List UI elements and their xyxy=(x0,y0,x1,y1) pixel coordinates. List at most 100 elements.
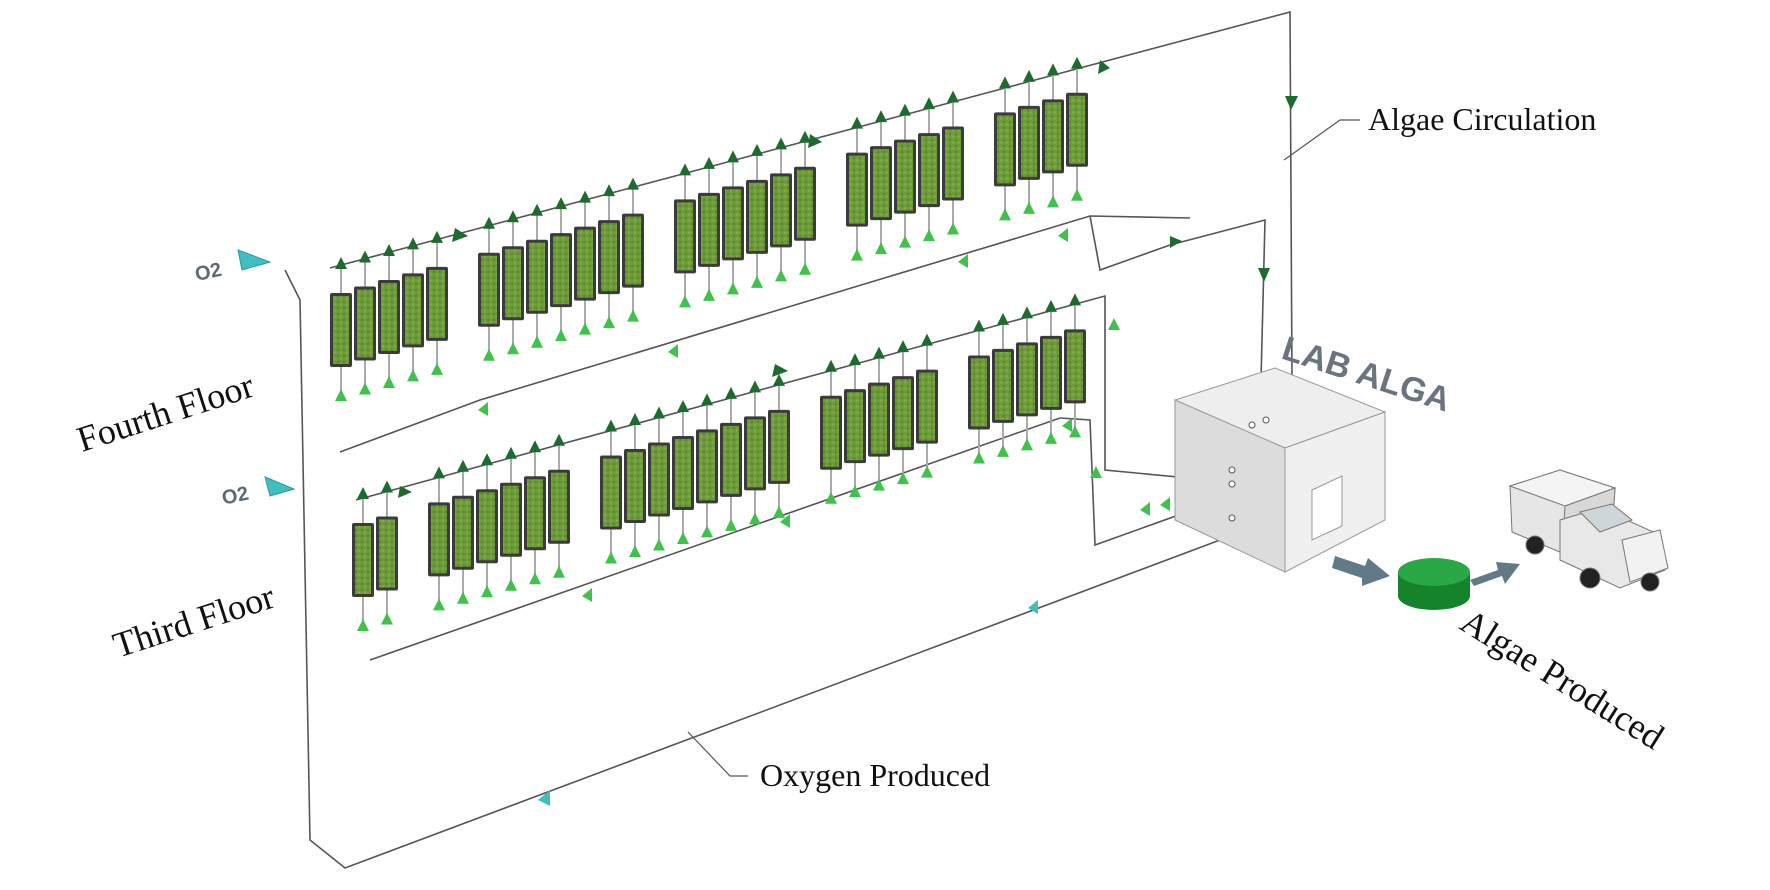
bioreactor-panel xyxy=(651,445,667,514)
outlet-arrow-icon xyxy=(1332,556,1390,586)
bioreactor-panel xyxy=(381,282,397,351)
flow-arrow xyxy=(668,344,678,358)
outflow-arrow-icon xyxy=(507,210,519,223)
bioreactor-panel xyxy=(725,189,741,258)
bioreactor-panel xyxy=(455,498,471,567)
lab-inlet xyxy=(1228,514,1236,522)
bioreactor-panel xyxy=(871,385,887,454)
inflow-arrow-icon xyxy=(875,242,887,255)
inflow-arrow-icon xyxy=(507,342,519,355)
inflow-arrow-icon xyxy=(973,451,985,464)
bioreactor-panel xyxy=(355,526,371,594)
inflow-arrow-icon xyxy=(531,335,543,348)
bioreactor-panel xyxy=(603,458,619,527)
outflow-arrow-icon xyxy=(529,440,541,453)
outflow-arrow-icon xyxy=(531,203,543,216)
inflow-arrow-icon xyxy=(749,512,761,525)
lab-inlet xyxy=(1262,416,1270,424)
outflow-arrow-icon xyxy=(627,177,639,190)
inflow-arrow-icon xyxy=(897,472,909,485)
flow-arrow xyxy=(452,228,468,242)
third-lower-pipe xyxy=(369,417,1061,661)
outflow-arrow-icon xyxy=(899,103,911,116)
outflow-arrow-icon xyxy=(603,184,615,197)
inflow-arrow-icon xyxy=(849,485,861,498)
outflow-arrow-icon xyxy=(457,459,469,472)
floor-third xyxy=(352,293,1086,631)
truck-icon xyxy=(1508,469,1669,592)
outflow-arrow-icon xyxy=(1045,299,1057,312)
fourth-floor-label: Fourth Floor xyxy=(72,365,258,460)
outflow-arrow-icon xyxy=(653,406,665,419)
inflow-arrow-icon xyxy=(483,348,495,361)
inflow-arrow-icon xyxy=(725,518,737,531)
inflow-arrow-icon xyxy=(603,316,615,329)
bioreactor-panel xyxy=(897,142,913,211)
inflow-arrow-icon xyxy=(899,235,911,248)
o2-output-bottom: O2 xyxy=(220,476,296,510)
o2-arrow-icon xyxy=(264,476,296,497)
panel-group xyxy=(600,373,790,564)
inflow-arrow-icon xyxy=(381,612,393,625)
flow-arrow xyxy=(1108,318,1120,330)
outflow-arrow-icon xyxy=(799,130,811,143)
inflow-arrow-icon xyxy=(677,531,689,544)
bioreactor-panel xyxy=(1043,338,1059,407)
flow-arrow xyxy=(1058,228,1068,242)
inflow-arrow-icon xyxy=(799,262,811,275)
inflow-arrow-icon xyxy=(997,444,1009,457)
outflow-arrow-icon xyxy=(921,333,933,346)
bioreactor-panel xyxy=(379,519,395,588)
inflow-arrow-icon xyxy=(775,269,787,282)
inflow-arrow-icon xyxy=(481,585,493,598)
outflow-arrow-icon xyxy=(1023,69,1035,82)
flow-arrow xyxy=(1098,60,1110,74)
inflow-arrow-icon xyxy=(1021,438,1033,451)
inflow-arrow-icon xyxy=(1069,425,1081,438)
bioreactor-panel xyxy=(919,372,935,441)
inflow-arrow-icon xyxy=(923,229,935,242)
inflow-arrow-icon xyxy=(627,309,639,322)
outflow-arrow-icon xyxy=(383,243,395,256)
bioreactor-panel xyxy=(479,492,495,561)
inflow-arrow-icon xyxy=(553,565,565,578)
outflow-arrow-icon xyxy=(849,353,861,366)
inflow-arrow-icon xyxy=(335,389,347,401)
bioreactor-panel xyxy=(503,485,519,554)
inflow-arrow-icon xyxy=(703,288,715,301)
bioreactor-panel xyxy=(551,472,567,541)
bioreactor-panel xyxy=(749,182,765,251)
fourth-return-pipe xyxy=(339,215,1191,453)
flow-arrow xyxy=(1028,600,1038,614)
panel-group xyxy=(968,293,1086,464)
inflow-arrow-icon xyxy=(1023,201,1035,214)
lab-inlet xyxy=(1228,466,1236,474)
bioreactor-panel xyxy=(945,129,961,198)
bioreactor-panel xyxy=(995,351,1011,420)
outflow-arrow-icon xyxy=(997,312,1009,325)
bioreactor-panel xyxy=(627,452,643,521)
inflow-arrow-icon xyxy=(851,248,863,261)
lab-inlet xyxy=(1228,480,1236,488)
outflow-arrow-icon xyxy=(825,359,837,372)
bioreactor-panel xyxy=(699,432,715,501)
bioreactor-panel xyxy=(1021,108,1037,177)
bioreactor-panel xyxy=(971,358,987,427)
panel-group xyxy=(352,480,398,631)
bioreactor-panel xyxy=(997,115,1013,184)
inflow-arrow-icon xyxy=(629,545,641,558)
outflow-arrow-icon xyxy=(947,90,959,103)
outflow-arrow-icon xyxy=(407,237,419,250)
outflow-arrow-icon xyxy=(629,413,641,426)
algae-circulation-leader xyxy=(1283,119,1360,161)
bioreactor-panel xyxy=(505,249,521,318)
flow-arrow xyxy=(478,402,488,416)
outflow-arrow-icon xyxy=(605,419,617,432)
bioreactor-panel xyxy=(895,379,911,448)
inflow-arrow-icon xyxy=(999,208,1011,221)
outflow-arrow-icon xyxy=(851,116,863,129)
flow-arrow xyxy=(398,486,412,498)
outflow-arrow-icon xyxy=(1021,306,1033,319)
outflow-arrow-icon xyxy=(335,257,347,269)
